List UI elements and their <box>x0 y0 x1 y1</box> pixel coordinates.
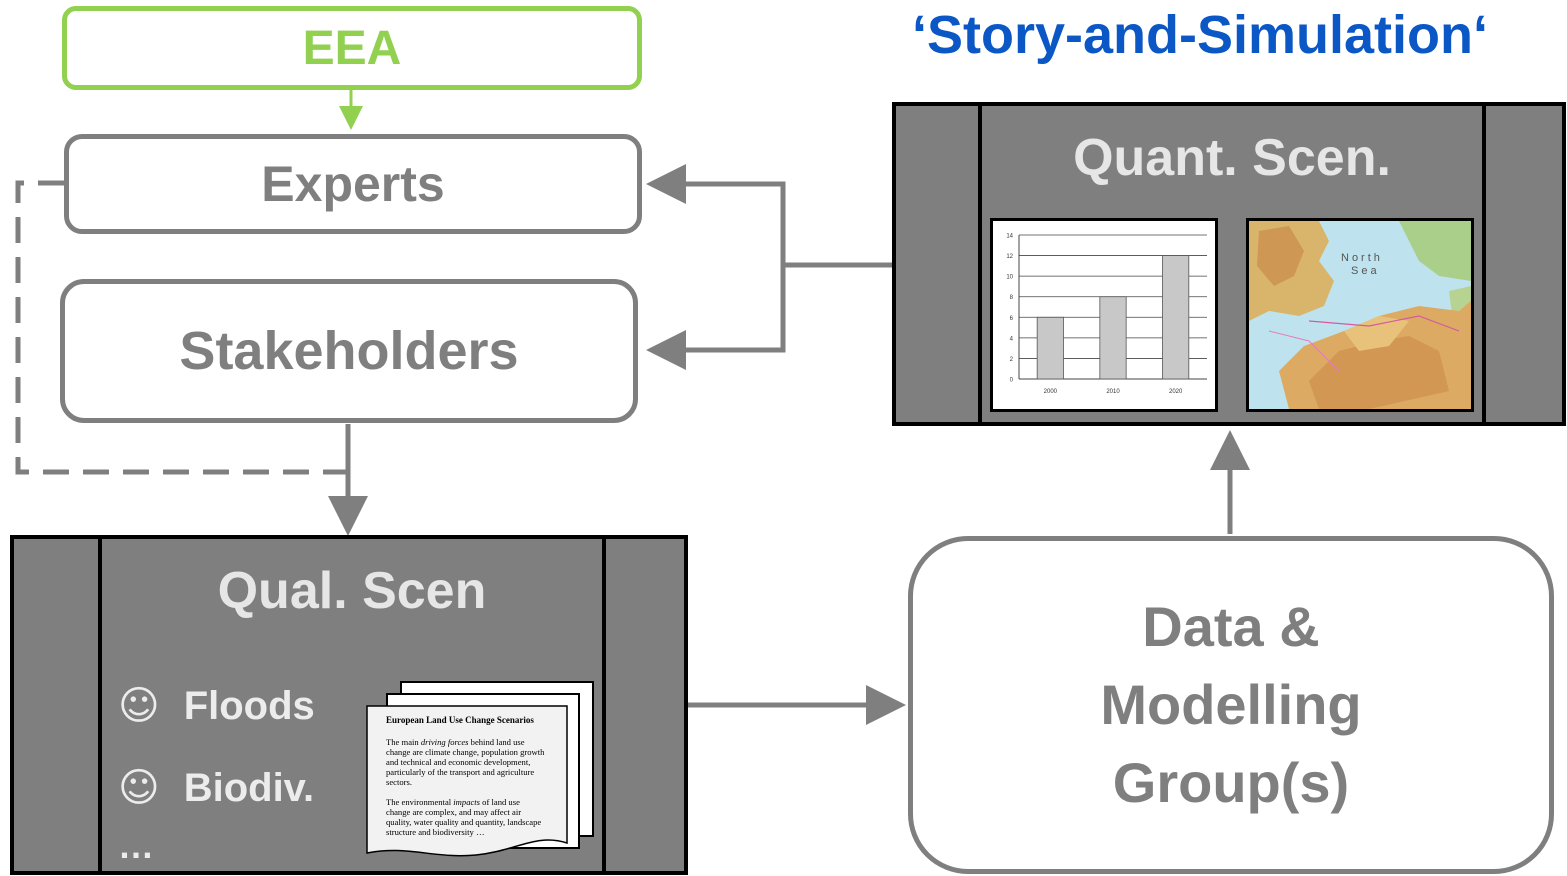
experts-box: Experts <box>64 134 642 234</box>
stakeholders-label: Stakeholders <box>179 321 519 381</box>
qual-left-strip <box>98 539 102 871</box>
y-tick-label: 8 <box>1010 295 1014 301</box>
quant-left-strip <box>978 106 982 422</box>
map-frame: North Sea <box>1246 218 1474 412</box>
map-label-sea: Sea <box>1351 265 1380 277</box>
smiley-icon: ☺ <box>118 683 160 729</box>
y-tick-label: 0 <box>1010 378 1014 384</box>
stakeholders-box: Stakeholders <box>60 279 638 423</box>
map-label-north: North <box>1341 252 1383 264</box>
europe-map-image: North Sea <box>1249 221 1471 409</box>
floods-label: Floods <box>183 683 315 728</box>
y-tick-label: 12 <box>1006 254 1013 260</box>
data-modelling-line-1: Data & <box>1142 595 1320 658</box>
list-item-floods: ☺ Floods <box>118 683 315 729</box>
bar <box>1036 316 1064 380</box>
x-tick-label: 2000 <box>1044 389 1058 395</box>
x-tick-label: 2010 <box>1106 389 1120 395</box>
doc-heading: European Land Use Change Scenarios <box>386 715 534 725</box>
quant-right-strip <box>1482 106 1486 422</box>
doc-page-shape <box>366 705 568 857</box>
smiley-icon: ☺ <box>118 765 160 811</box>
y-tick-label: 2 <box>1010 357 1014 363</box>
data-modelling-box: Data & Modelling Group(s) <box>908 536 1554 874</box>
biodiv-label: Biodiv. <box>183 765 315 810</box>
quant-to-stakeholders-arrow <box>646 265 786 370</box>
experts-label: Experts <box>261 156 445 212</box>
bar <box>1099 296 1127 380</box>
diagram-title: ‘Story-and-Simulation‘ <box>912 5 1489 65</box>
doc-text: European Land Use Change Scenarios The m… <box>386 715 546 847</box>
chart-frame: 0 2 4 6 8 10 12 14 2000 2010 2020 <box>990 218 1218 412</box>
scenario-document: European Land Use Change Scenarios The m… <box>366 705 576 863</box>
data-modelling-line-3: Group(s) <box>1112 751 1350 814</box>
eea-label: EEA <box>302 21 402 75</box>
bar <box>1162 255 1190 380</box>
y-tick-label: 4 <box>1010 336 1014 342</box>
qual-scen-title: Qual. Scen <box>217 562 487 620</box>
bar-chart: 0 2 4 6 8 10 12 14 2000 2010 2020 <box>993 221 1215 409</box>
y-tick-label: 10 <box>1006 275 1013 281</box>
x-tick-label: 2020 <box>1169 389 1183 395</box>
y-tick-label: 6 <box>1010 316 1014 322</box>
quant-scen-title: Quant. Scen. <box>1073 129 1391 187</box>
list-item-biodiv: ☺ Biodiv. <box>118 765 314 811</box>
qual-right-strip <box>602 539 606 871</box>
doc-para-2: The environmental impacts of land use ch… <box>386 797 542 837</box>
data-modelling-line-2: Modelling <box>1100 673 1362 736</box>
y-tick-label: 14 <box>1006 234 1013 240</box>
qual-scen-panel: Qual. Scen ☺ Floods ☺ Biodiv. … European… <box>10 535 688 875</box>
dashed-feedback-line <box>15 180 348 475</box>
quant-to-experts-arrow <box>646 164 892 268</box>
more-ellipsis: … <box>118 825 154 866</box>
doc-para-1: The main driving forces behind land use … <box>386 737 545 787</box>
quant-scen-panel: Quant. Scen. 0 2 4 6 8 10 12 14 2000 2010 2020 Nor… <box>892 102 1566 426</box>
eea-box: EEA <box>62 6 642 90</box>
